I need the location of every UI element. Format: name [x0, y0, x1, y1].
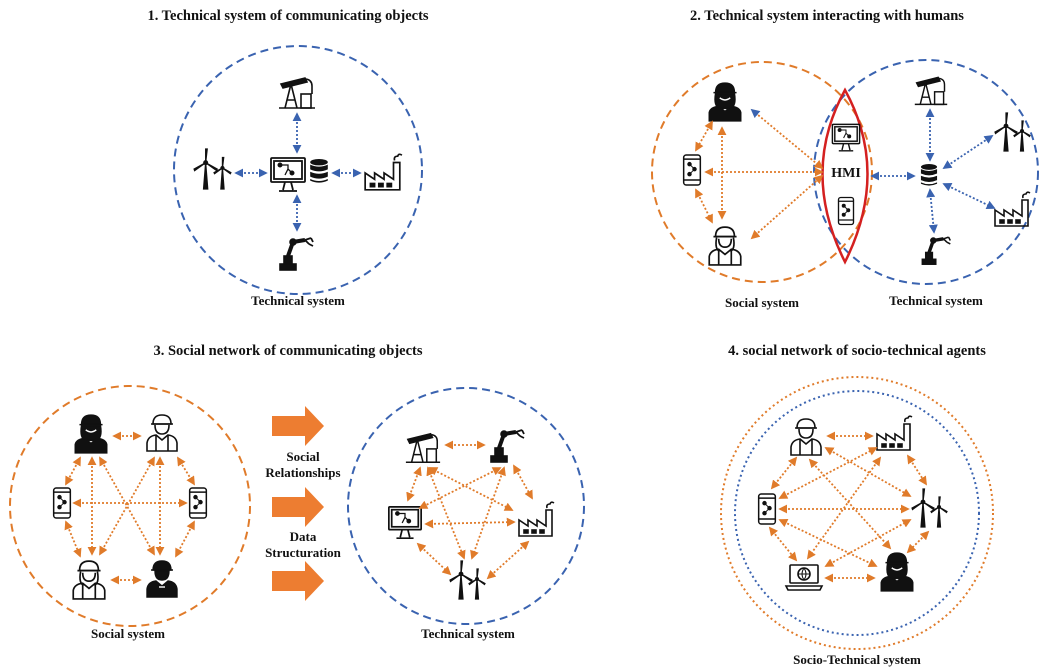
robot-arm-icon	[920, 235, 953, 266]
wind-turbine-icon	[994, 112, 1031, 152]
smartphone-icon	[757, 493, 777, 525]
robot-arm-icon	[489, 428, 526, 464]
panel-4-caption: Socio-Technical system	[793, 652, 921, 667]
panel-2-technical-caption: Technical system	[889, 293, 983, 308]
panel-1-caption: Technical system	[251, 293, 345, 308]
panel-1-links	[234, 112, 362, 232]
wind-turbine-icon	[449, 560, 486, 600]
socio-technical-outer-circle	[720, 376, 994, 650]
orange-arrow-1	[272, 406, 324, 446]
hmi-label: HMI	[831, 166, 861, 181]
hmi-lens	[821, 87, 869, 265]
arrow-label-social: Social	[286, 449, 320, 464]
technical-system-circle	[173, 45, 423, 295]
panel-3-technical-links	[406, 440, 533, 580]
panel-2: 2. Technical system interacting with hum…	[651, 8, 1039, 310]
wind-turbine-icon	[911, 488, 948, 528]
smartphone-icon	[682, 154, 702, 186]
panel-1: 1. Technical system of communicating obj…	[147, 8, 428, 308]
oil-pump-icon	[914, 76, 948, 106]
panel-2-social-links	[695, 108, 824, 240]
panel-3: 3. Social network of communicating objec…	[9, 343, 585, 641]
panel-2-technical-links	[870, 108, 996, 234]
arrow-label-relationships: Relationships	[265, 465, 340, 480]
computer-icon	[387, 505, 423, 540]
panel-2-title: 2. Technical system interacting with hum…	[690, 8, 964, 24]
panel-2-social-caption: Social system	[725, 295, 799, 310]
panel-1-title: 1. Technical system of communicating obj…	[147, 8, 428, 24]
panel-3-technical-caption: Technical system	[421, 626, 515, 641]
oil-pump-icon	[278, 77, 316, 109]
smartphone-icon	[188, 487, 208, 519]
database-icon	[920, 164, 938, 186]
orange-arrow-3	[272, 561, 324, 601]
worker-female-filled-icon	[708, 82, 742, 122]
wind-turbine-icon	[193, 148, 232, 190]
worker-female-icon	[72, 560, 106, 600]
worker-male-filled-icon	[146, 560, 178, 598]
factory-icon	[364, 153, 403, 191]
oil-pump-icon	[405, 432, 441, 463]
socio-technical-inner-circle	[734, 390, 980, 636]
orange-arrow-2	[272, 487, 324, 527]
arrow-label-structuration: Structuration	[265, 545, 342, 560]
factory-icon	[876, 415, 913, 451]
panel-4-title: 4. social network of socio-technical age…	[728, 343, 986, 359]
smartphone-icon	[52, 487, 72, 519]
transformation-arrows: Social Relationships Data Structuration	[265, 406, 342, 601]
computer-icon	[270, 157, 306, 192]
factory-icon	[994, 191, 1031, 227]
panel-4: 4. social network of socio-technical age…	[720, 343, 994, 667]
robot-arm-icon	[280, 238, 313, 270]
smartphone-icon	[837, 196, 855, 226]
factory-icon	[518, 501, 555, 537]
social-system-circle	[9, 385, 251, 627]
worker-male-icon	[790, 418, 822, 456]
database-icon	[310, 159, 328, 183]
panel-4-links	[768, 431, 930, 583]
worker-female-filled-icon	[74, 414, 108, 454]
panel-3-social-links	[64, 431, 195, 585]
worker-female-icon	[708, 226, 742, 266]
technical-system-circle	[347, 387, 585, 625]
laptop-icon	[785, 564, 823, 591]
computer-icon	[831, 123, 861, 152]
worker-male-icon	[146, 414, 178, 452]
arrow-label-data: Data	[290, 529, 317, 544]
panel-3-title: 3. Social network of communicating objec…	[153, 343, 422, 359]
worker-female-filled-icon	[880, 552, 914, 592]
panel-3-social-caption: Social system	[91, 626, 165, 641]
